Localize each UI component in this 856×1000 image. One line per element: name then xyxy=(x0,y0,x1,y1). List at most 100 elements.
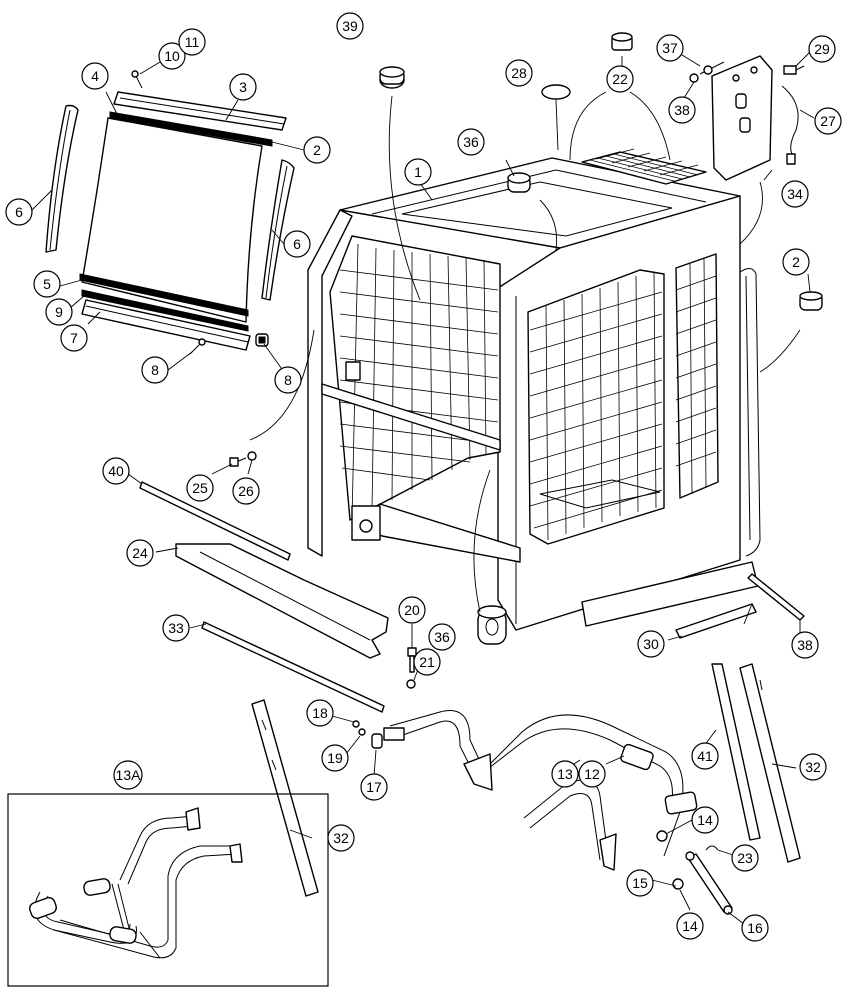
strip-41 xyxy=(711,663,761,841)
callout-6: 6 xyxy=(283,230,311,258)
small-parts xyxy=(139,32,823,915)
svg-text:38: 38 xyxy=(674,102,690,118)
plate-24 xyxy=(175,543,389,659)
callout-39: 39 xyxy=(336,12,364,40)
left-front-post xyxy=(307,209,353,557)
plug-28 xyxy=(541,84,571,100)
roof-vent-grille xyxy=(581,148,707,185)
grommet-2 xyxy=(799,291,823,311)
svg-text:14: 14 xyxy=(682,918,698,934)
callout-36: 36 xyxy=(428,623,456,651)
callout-4: 4 xyxy=(81,62,109,90)
callout-8: 8 xyxy=(141,356,169,384)
rear-grab-handle xyxy=(739,268,761,557)
rod-40 xyxy=(139,481,291,561)
callout-2: 2 xyxy=(303,136,331,164)
right-side-seal xyxy=(261,159,295,301)
svg-text:19: 19 xyxy=(327,750,343,766)
svg-text:29: 29 xyxy=(814,41,830,57)
svg-text:11: 11 xyxy=(185,34,200,50)
svg-text:13: 13 xyxy=(557,766,573,782)
clip-8 xyxy=(255,333,269,347)
svg-text:40: 40 xyxy=(108,463,124,479)
callout-40: 40 xyxy=(102,457,130,485)
callout-14: 14 xyxy=(676,912,704,940)
callout-30: 30 xyxy=(637,630,665,658)
inset-13a xyxy=(7,793,329,987)
svg-text:30: 30 xyxy=(643,636,659,652)
screw-8 xyxy=(189,338,206,355)
svg-text:7: 7 xyxy=(70,330,78,346)
callout-15: 15 xyxy=(626,869,654,897)
callout-5: 5 xyxy=(33,270,61,298)
svg-text:41: 41 xyxy=(697,748,713,764)
door-screen xyxy=(527,269,665,545)
svg-text:26: 26 xyxy=(238,483,254,499)
callout-13a: 13A xyxy=(113,760,143,790)
lap-bar-12 xyxy=(389,710,684,857)
strip-32-right xyxy=(739,663,801,863)
callout-23: 23 xyxy=(731,844,759,872)
svg-text:36: 36 xyxy=(434,629,450,645)
callout-8: 8 xyxy=(274,366,302,394)
svg-text:23: 23 xyxy=(737,850,753,866)
rear-side-screen xyxy=(675,253,719,499)
callout-13: 13 xyxy=(551,760,579,788)
strip-30 xyxy=(675,603,757,639)
wire-27 xyxy=(781,85,799,155)
callout-22: 22 xyxy=(606,65,634,93)
svg-text:17: 17 xyxy=(366,779,382,795)
bottom-channel xyxy=(81,299,251,351)
callout-37: 37 xyxy=(656,34,684,62)
bottom-seal xyxy=(79,273,249,317)
svg-text:8: 8 xyxy=(151,362,159,378)
callout-28: 28 xyxy=(505,59,533,87)
callout-7: 7 xyxy=(60,324,88,352)
strip-32-left xyxy=(251,699,319,897)
top-seal xyxy=(109,111,273,147)
callout-16: 16 xyxy=(741,914,769,942)
svg-text:6: 6 xyxy=(15,204,23,220)
cross-member xyxy=(321,383,501,451)
callout-36: 36 xyxy=(457,128,485,156)
callout-38: 38 xyxy=(791,631,819,659)
callout-11: 11 xyxy=(178,28,206,56)
bushing-36-bottom xyxy=(477,605,507,645)
window-glass xyxy=(81,117,263,323)
callout-6: 6 xyxy=(5,198,33,226)
svg-text:9: 9 xyxy=(55,304,63,320)
callout-21: 21 xyxy=(413,648,441,676)
callout-41: 41 xyxy=(691,742,719,770)
svg-text:18: 18 xyxy=(312,705,328,721)
window-assembly xyxy=(45,70,295,355)
callout-12: 12 xyxy=(578,760,606,788)
callout-10: 10 xyxy=(158,42,186,70)
svg-text:14: 14 xyxy=(697,812,713,828)
connector-29 xyxy=(783,65,805,75)
svg-text:22: 22 xyxy=(612,71,628,87)
svg-text:27: 27 xyxy=(820,113,836,129)
svg-text:21: 21 xyxy=(419,654,435,670)
callout-33: 33 xyxy=(162,614,190,642)
svg-text:3: 3 xyxy=(239,79,247,95)
svg-text:33: 33 xyxy=(168,620,184,636)
callout-29: 29 xyxy=(808,35,836,63)
svg-text:32: 32 xyxy=(333,830,349,846)
svg-text:38: 38 xyxy=(797,637,813,653)
callout-bubbles: 1 2 2 3 4 5 6 6 7 8 8 9 10 11 12 13 14 1… xyxy=(5,12,842,942)
callout-17: 17 xyxy=(360,773,388,801)
callout-3: 3 xyxy=(229,73,257,101)
bottom-screen xyxy=(539,479,661,509)
callout-18: 18 xyxy=(306,699,334,727)
rod-33 xyxy=(201,621,385,713)
svg-text:12: 12 xyxy=(584,766,600,782)
left-side-seal xyxy=(45,104,79,253)
gas-strut-16 xyxy=(685,851,733,915)
svg-text:28: 28 xyxy=(511,65,527,81)
callout-38: 38 xyxy=(668,96,696,124)
leader-lines xyxy=(29,49,815,925)
callout-27: 27 xyxy=(814,107,842,135)
callout-26: 26 xyxy=(232,477,260,505)
callout-14: 14 xyxy=(691,806,719,834)
